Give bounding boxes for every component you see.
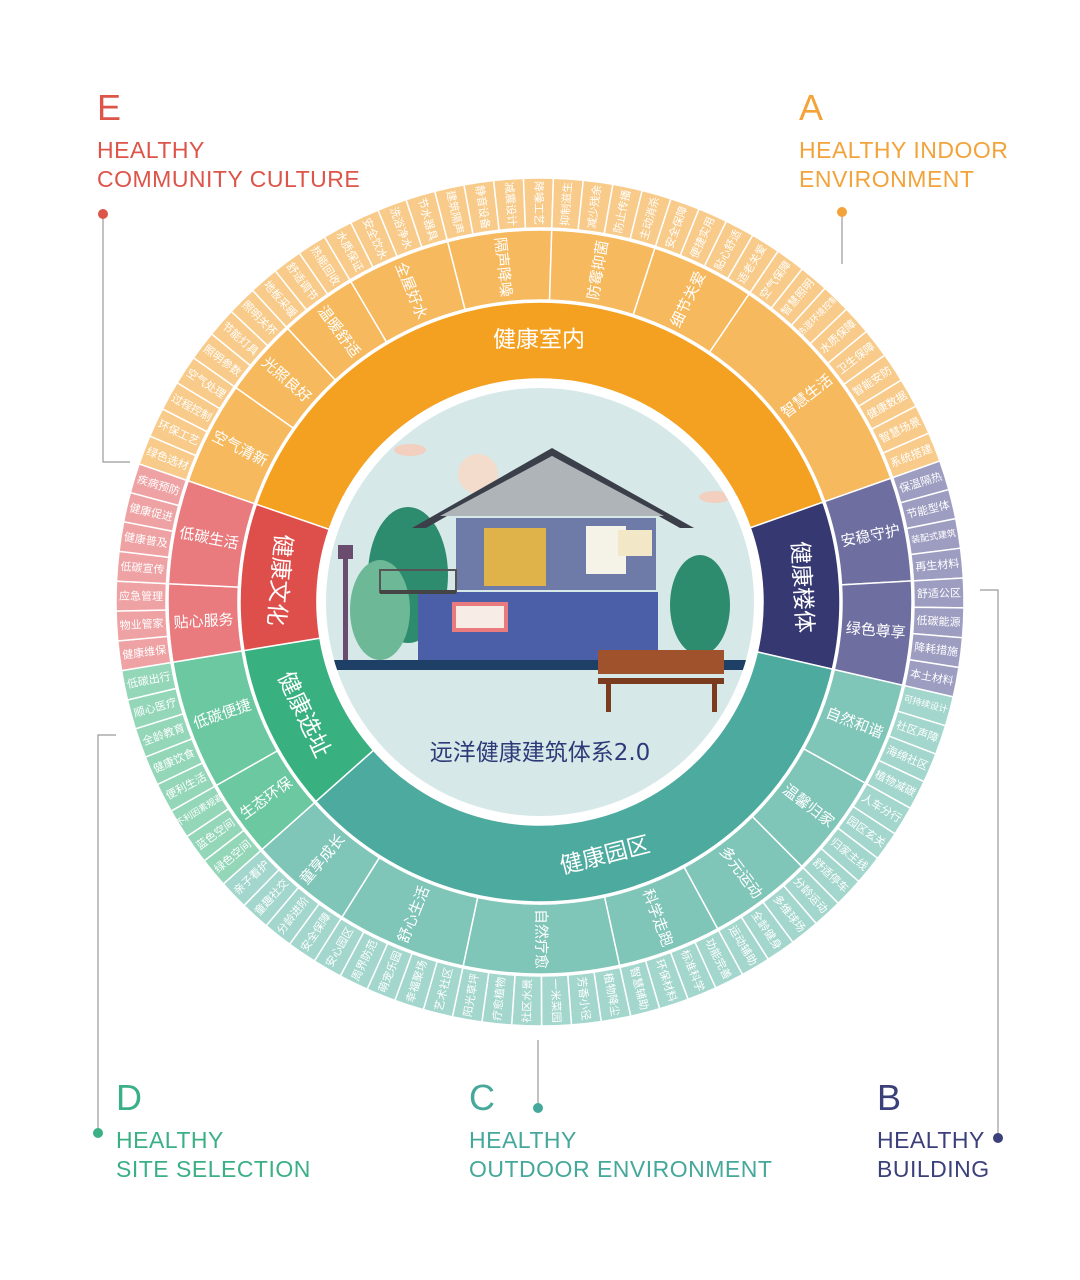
corner-title-line1: HEALTHY (116, 1127, 224, 1153)
category-label: 健康室内 (493, 327, 585, 353)
category-segment (314, 651, 834, 903)
corner-title-line1: HEALTHY (877, 1127, 985, 1153)
leaf-label: 应急管理 (119, 589, 163, 604)
corner-title-line1: HEALTHY INDOOR (799, 137, 1009, 163)
cloud-icon (394, 444, 426, 456)
leaf-label: 减少残余 (584, 184, 604, 230)
leader-dot-d (93, 1128, 103, 1138)
corner-letter: D (116, 1077, 142, 1118)
leaf-label: 降耗措施 (914, 640, 959, 659)
leaf-label: 抑制滋生 (558, 181, 575, 226)
roof (412, 448, 694, 528)
corner-label-a: A HEALTHY INDOOR ENVIRONMENT (799, 88, 1008, 194)
corner-title-line2: BUILDING (877, 1156, 990, 1182)
system-title: 远洋健康建筑体系2.0 (430, 740, 651, 766)
ground (326, 660, 754, 670)
leaf-label: 物业管家 (119, 616, 164, 632)
leaf-label: 芳香小径 (575, 976, 594, 1021)
leader-dot-b (993, 1133, 1003, 1143)
leaf-segment (129, 463, 188, 507)
corner-title-line1: HEALTHY (469, 1127, 577, 1153)
corner-label-d: D HEALTHY SITE SELECTION (116, 1078, 311, 1184)
tree-icon (350, 560, 410, 660)
leaf-label: 健康普及 (123, 530, 169, 551)
leader-dot-a (837, 207, 847, 217)
category-segment (239, 503, 331, 652)
cloud-icon (699, 491, 731, 503)
leader-dot-c (533, 1103, 543, 1113)
center-illustration: 远洋健康建筑体系2.0 (320, 382, 760, 822)
category-segment (255, 301, 824, 531)
corner-title-line2: ENVIRONMENT (799, 166, 975, 192)
subcategory-label: 贴心服务 (173, 610, 234, 631)
corner-label-e: E HEALTHY COMMUNITY CULTURE (97, 88, 360, 194)
corner-title-line2: COMMUNITY CULTURE (97, 166, 361, 192)
leaf-label: 疗愈植物 (490, 976, 508, 1021)
leaf-label: 减震设计 (502, 182, 518, 227)
subcategory-label: 自然疗愈 (532, 909, 550, 969)
sun-icon (458, 454, 498, 494)
leaf-label: 降噪工艺 (532, 181, 546, 225)
corner-title-line2: SITE SELECTION (116, 1156, 311, 1182)
corner-letter: E (97, 87, 122, 128)
leaf-label: 社区水景 (519, 979, 534, 1023)
leader-line-b (980, 589, 999, 1138)
leader-line-e (102, 214, 130, 463)
corner-label-c: C HEALTHY OUTDOOR ENVIRONMENT (469, 1078, 772, 1184)
leaf-label: 舒适公区 (917, 586, 961, 601)
corner-letter: B (877, 1077, 902, 1118)
leader-dot-e (98, 209, 108, 219)
leaf-label: 再生材料 (915, 556, 960, 574)
bench-icon (598, 650, 724, 674)
category-label: 健康楼体 (786, 540, 817, 633)
rings: 绿色选材环保工艺过程控制空气处理空气清新照明参数节能灯具照明关怀光照良好地板采暖… (115, 177, 965, 1027)
lamp-post-icon (343, 552, 348, 667)
leaf-label: 低碳能源 (916, 613, 961, 629)
leader-lines (97, 212, 999, 1138)
corner-letter: C (469, 1077, 495, 1118)
leaf-label: 一米菜园 (548, 978, 563, 1022)
subcategory-segment (167, 479, 256, 588)
corner-title-line1: HEALTHY (97, 137, 205, 163)
subcategory-label: 绿色尊享 (845, 619, 906, 642)
leaf-label: 低碳宣传 (120, 559, 165, 577)
leader-line-d (97, 734, 116, 1133)
corner-title-line2: OUTDOOR ENVIRONMENT (469, 1156, 773, 1182)
leaf-label: 静音设备 (473, 184, 493, 230)
tree-icon (670, 555, 730, 655)
corner-label-b: B HEALTHY BUILDING (877, 1078, 990, 1184)
corner-letter: A (799, 87, 824, 128)
leaf-label: 健康维保 (121, 642, 166, 661)
